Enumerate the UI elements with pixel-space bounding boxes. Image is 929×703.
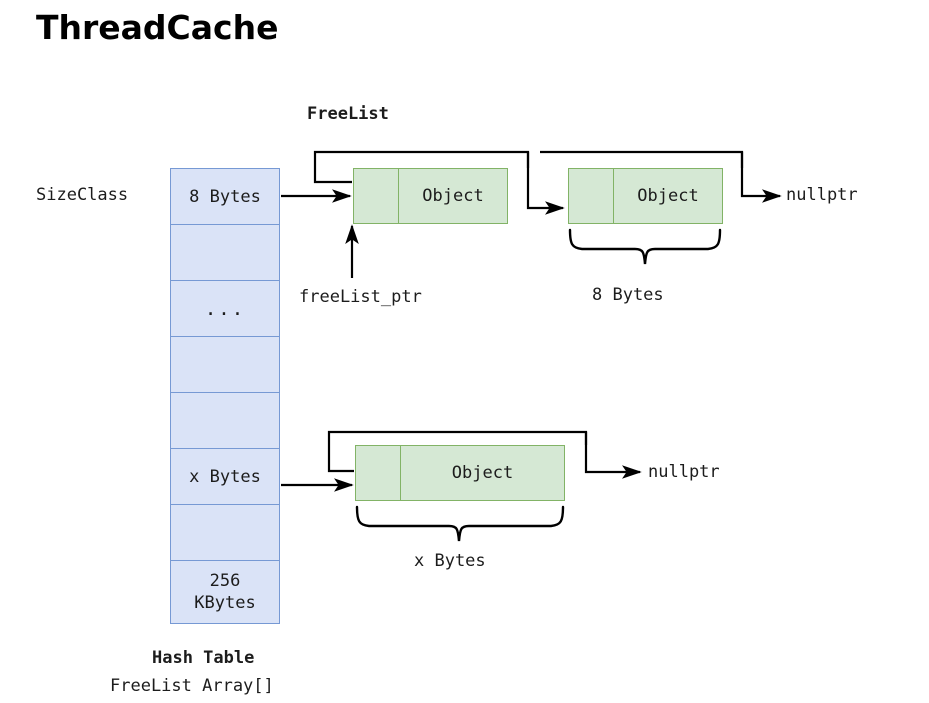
table-cell-7[interactable]: 256 KBytes [171,561,279,623]
object-node-2-label: Object [637,186,699,206]
brace-8bytes-label: 8 Bytes [592,285,664,305]
arrow-object2-to-nullptr [740,152,782,203]
sizeclass-label: SizeClass [36,185,129,205]
nullptr-label-bottom: nullptr [648,462,720,482]
table-cell-2[interactable]: ... [171,281,279,337]
table-cell-5-text: x Bytes [189,466,261,487]
freelist-array-caption: FreeList Array[] [110,676,274,696]
brace-8bytes [568,228,722,265]
table-cell-3[interactable] [171,337,279,393]
object-node-1[interactable]: Object [353,168,508,224]
table-cell-7-text2: KBytes [194,593,256,613]
object-node-3-label: Object [451,463,514,483]
table-cell-2-text: ... [204,297,246,320]
nullptr-label-top: nullptr [786,185,858,205]
object-node-3[interactable]: Object [355,445,565,501]
table-cell-0[interactable]: 8 Bytes [171,169,279,225]
table-cell-7-text: 256 [209,571,241,591]
arrow-object3-to-nullptr [584,432,642,479]
page-title: ThreadCache [36,8,279,47]
freelist-heading: FreeList [307,104,389,124]
hash-table-column: 8 Bytes ... x Bytes 256 KBytes [170,168,280,624]
brace-xbytes [355,505,565,542]
table-cell-0-text: 8 Bytes [189,186,261,207]
table-cell-6[interactable] [171,505,279,561]
object-node-2-pointer-cell [569,169,614,223]
object-node-3-pointer-cell [356,446,401,500]
wire-object1-to-object2 [526,152,565,215]
hash-table-caption: Hash Table [152,648,255,668]
object-node-1-pointer-cell [354,169,399,223]
table-cell-5[interactable]: x Bytes [171,449,279,505]
freelist-ptr-label: freeList_ptr [299,287,422,307]
wire-object2-self-hook [540,150,744,168]
table-cell-4[interactable] [171,393,279,449]
table-cell-1[interactable] [171,225,279,281]
object-node-1-label: Object [422,186,484,206]
brace-xbytes-label: x Bytes [414,551,486,571]
object-node-2[interactable]: Object [568,168,723,224]
